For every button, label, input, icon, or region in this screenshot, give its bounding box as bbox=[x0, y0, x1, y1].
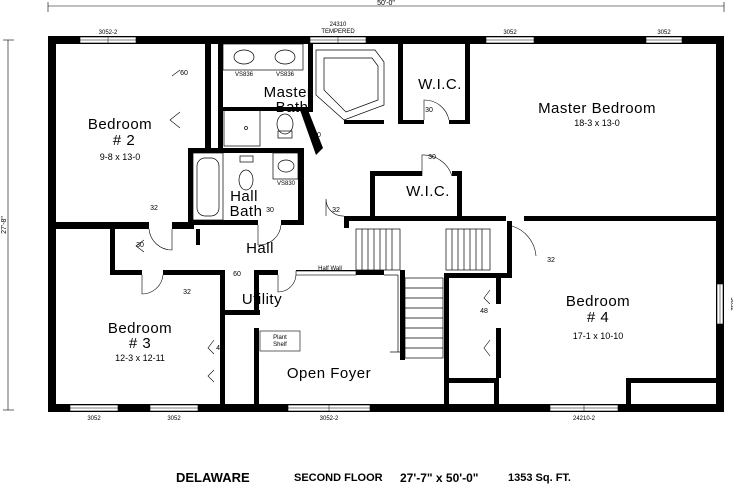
vanity-label: VS836 bbox=[235, 72, 254, 78]
plant-shelf-label: Plant bbox=[273, 335, 287, 341]
interior-walls bbox=[56, 44, 716, 404]
plant-shelf bbox=[259, 330, 301, 352]
window-label: 3052-2 bbox=[99, 30, 118, 36]
bedroom-4-name: Bedroom bbox=[566, 293, 630, 310]
window-label: 24210-2 bbox=[573, 416, 596, 422]
door-label: 32 bbox=[150, 205, 158, 212]
bedroom-2-size: 9-8 x 13-0 bbox=[100, 152, 141, 162]
door-label: 30 bbox=[428, 154, 436, 161]
bedroom-2-number: # 2 bbox=[113, 132, 135, 149]
floor-dimensions: 27'-7" x 50'-0" bbox=[400, 471, 479, 485]
vanity-label: VS830 bbox=[277, 181, 296, 187]
door-label: 30 bbox=[136, 242, 144, 249]
bedroom-4-number: # 4 bbox=[587, 309, 609, 326]
dimension-lines bbox=[3, 2, 725, 411]
door-label: 32 bbox=[547, 257, 555, 264]
door-label: 30 bbox=[266, 207, 274, 214]
door-label: 48 bbox=[480, 308, 488, 315]
overall-width-label: 50'-0" bbox=[377, 0, 395, 7]
floor-name: SECOND FLOOR bbox=[294, 472, 383, 484]
wic-upper-name: W.I.C. bbox=[418, 76, 462, 93]
door-label: 32 bbox=[183, 289, 191, 296]
stairs bbox=[355, 228, 491, 359]
windows bbox=[69, 36, 724, 412]
window-label: 3052-2 bbox=[320, 416, 339, 422]
window-label: 3052 bbox=[503, 30, 517, 36]
bedroom-2-name: Bedroom bbox=[88, 116, 152, 133]
window-label: 24310 bbox=[330, 22, 347, 28]
window-label: 3052 bbox=[167, 416, 181, 422]
master-bath-name-2: Bath bbox=[276, 99, 309, 116]
bedroom-3-number: # 3 bbox=[129, 335, 151, 352]
plant-shelf-label-2: Shelf bbox=[273, 342, 287, 348]
master-bedroom-size: 18-3 x 13-0 bbox=[574, 118, 620, 128]
door-label: 60 bbox=[233, 271, 241, 278]
vanity-label: VS836 bbox=[276, 72, 295, 78]
window-label: TEMPERED bbox=[321, 29, 355, 35]
overall-depth-label: 27'-8" bbox=[1, 216, 8, 234]
plan-footer: DELAWARE SECOND FLOOR 27'-7" x 50'-0" 13… bbox=[0, 470, 733, 488]
bedroom-3-name: Bedroom bbox=[108, 320, 172, 337]
hall-name: Hall bbox=[246, 240, 274, 257]
bedroom-3-size: 12-3 x 12-11 bbox=[115, 353, 165, 363]
floor-area: 1353 Sq. FT. bbox=[508, 472, 571, 484]
bedroom-4-size: 17-1 x 10-10 bbox=[573, 331, 624, 341]
door-label: 60 bbox=[180, 70, 188, 77]
half-wall-label: Half Wall bbox=[318, 266, 342, 272]
door-label: 30 bbox=[425, 107, 433, 114]
window-label: 3052 bbox=[87, 416, 101, 422]
door-label: 30 bbox=[313, 132, 321, 139]
window-sash-lines bbox=[70, 37, 721, 411]
utility-name: Utility bbox=[242, 291, 282, 308]
hall-bath-name: Hall bbox=[230, 188, 258, 205]
master-bedroom-name: Master Bedroom bbox=[538, 100, 656, 117]
door-label: 48 bbox=[216, 345, 224, 352]
master-bath-name: Master bbox=[264, 84, 313, 101]
model-name: DELAWARE bbox=[176, 470, 250, 485]
door-label: 32 bbox=[332, 207, 340, 214]
window-label: 3052 bbox=[729, 297, 733, 311]
hall-bath-name-2: Bath bbox=[230, 203, 263, 220]
bath-fixtures bbox=[192, 43, 385, 221]
door-swings bbox=[135, 69, 537, 383]
half-wall bbox=[295, 270, 357, 276]
exterior-walls bbox=[48, 36, 724, 412]
open-foyer-name: Open Foyer bbox=[287, 365, 371, 382]
wic-lower-name: W.I.C. bbox=[406, 183, 450, 200]
window-label: 3052 bbox=[657, 30, 671, 36]
